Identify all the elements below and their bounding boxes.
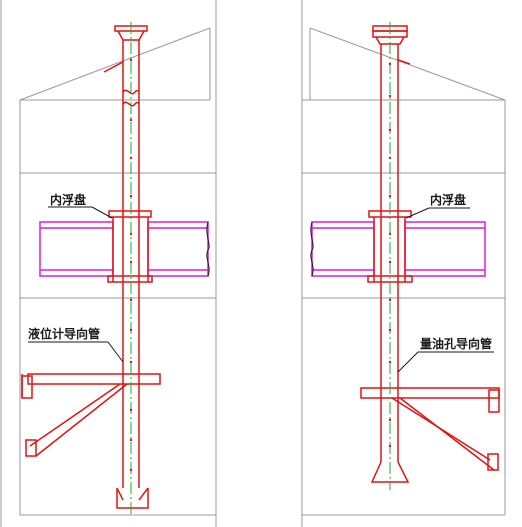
left-guide-pipe-label: 液位计导向管 (28, 326, 100, 341)
right-center-dots (388, 62, 392, 448)
right-deck-break-line (310, 221, 314, 277)
right-tank-structure (301, 0, 506, 527)
left-deck-break-line (206, 221, 210, 277)
leader-lines (28, 206, 494, 373)
left-center-dots (129, 58, 133, 472)
right-guide-pipe-label: 量油孔导向管 (420, 336, 492, 351)
right-guide-pipe (360, 25, 500, 483)
left-tank-structure (0, 0, 217, 527)
left-guide-pipe (21, 25, 161, 509)
right-float-deck-label: 内浮盘 (430, 192, 466, 207)
left-float-deck-label: 内浮盘 (50, 192, 86, 207)
left-floating-deck (39, 221, 209, 277)
